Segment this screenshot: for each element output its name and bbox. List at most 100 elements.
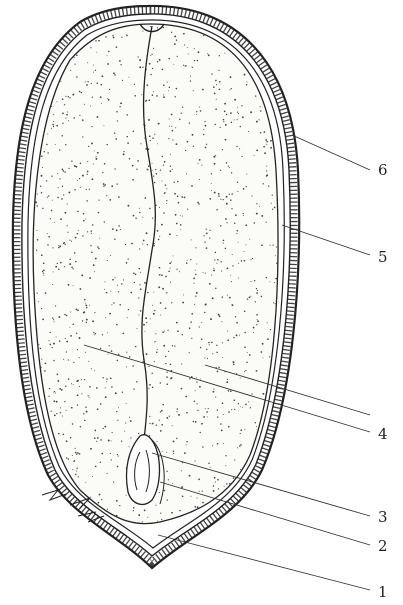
stipple-dot bbox=[56, 101, 57, 102]
stipple-dot bbox=[147, 169, 149, 171]
stipple-dot bbox=[245, 404, 247, 406]
stipple-dot bbox=[54, 321, 55, 322]
stipple-dot bbox=[191, 239, 192, 240]
stipple-dot bbox=[111, 185, 113, 187]
stipple-dot bbox=[246, 174, 247, 175]
stipple-dot bbox=[79, 386, 80, 387]
stipple-dot bbox=[223, 199, 224, 200]
stipple-dot bbox=[213, 485, 215, 487]
stipple-dot bbox=[150, 318, 151, 319]
stipple-dot bbox=[97, 82, 99, 84]
stipple-dot bbox=[273, 502, 274, 503]
stipple-dot bbox=[254, 222, 255, 223]
stipple-dot bbox=[206, 411, 208, 413]
stipple-dot bbox=[60, 81, 61, 82]
stipple-dot bbox=[140, 310, 142, 312]
stipple-dot bbox=[188, 53, 189, 54]
stipple-dot bbox=[268, 475, 270, 477]
stipple-dot bbox=[214, 477, 216, 479]
stipple-dot bbox=[229, 297, 231, 299]
stipple-dot bbox=[237, 119, 238, 120]
label-2: 2 bbox=[378, 537, 388, 555]
stipple-dot bbox=[116, 230, 118, 232]
stipple-dot bbox=[97, 152, 99, 154]
stipple-dot bbox=[63, 242, 65, 244]
stipple-dot bbox=[90, 47, 91, 48]
stipple-dot bbox=[65, 118, 66, 119]
stipple-dot bbox=[113, 72, 115, 74]
stipple-dot bbox=[198, 203, 199, 204]
stipple-dot bbox=[250, 296, 251, 297]
stipple-dot bbox=[238, 263, 239, 264]
stipple-dot bbox=[170, 154, 171, 155]
stipple-dot bbox=[82, 235, 83, 236]
stipple-dot bbox=[120, 64, 121, 65]
stipple-dot bbox=[83, 220, 85, 222]
stipple-dot bbox=[167, 330, 168, 331]
stipple-dot bbox=[200, 110, 202, 112]
stipple-dot bbox=[76, 468, 77, 469]
stipple-dot bbox=[128, 77, 129, 78]
stipple-dot bbox=[183, 294, 184, 295]
stipple-dot bbox=[196, 111, 197, 112]
stipple-dot bbox=[236, 334, 238, 336]
stipple-dot bbox=[30, 54, 31, 55]
stipple-dot bbox=[77, 452, 79, 454]
stipple-dot bbox=[193, 146, 194, 147]
stipple-dot bbox=[231, 281, 232, 282]
stipple-dot bbox=[132, 179, 134, 181]
stipple-dot bbox=[279, 29, 280, 30]
stipple-dot bbox=[157, 61, 159, 63]
stipple-dot bbox=[242, 116, 244, 118]
stipple-dot bbox=[214, 93, 216, 95]
stipple-dot bbox=[252, 258, 253, 259]
stipple-dot bbox=[99, 238, 100, 239]
stipple-dot bbox=[97, 246, 99, 248]
stipple-dot bbox=[94, 437, 96, 439]
stipple-dot bbox=[242, 407, 243, 408]
stipple-dot bbox=[160, 170, 161, 171]
stipple-dot bbox=[90, 105, 91, 106]
stipple-dot bbox=[260, 110, 262, 112]
stipple-dot bbox=[162, 331, 164, 333]
stipple-dot bbox=[244, 429, 245, 430]
stipple-dot bbox=[119, 505, 120, 506]
stipple-dot bbox=[272, 244, 273, 245]
stipple-dot bbox=[256, 150, 258, 152]
stipple-dot bbox=[159, 207, 160, 208]
stipple-dot bbox=[249, 297, 251, 299]
stipple-dot bbox=[196, 377, 197, 378]
stipple-dot bbox=[97, 437, 99, 439]
stipple-dot bbox=[43, 275, 44, 276]
stipple-dot bbox=[262, 393, 264, 395]
stipple-dot bbox=[41, 308, 42, 309]
stipple-dot bbox=[132, 365, 134, 367]
stipple-dot bbox=[190, 321, 191, 322]
stipple-dot bbox=[80, 426, 81, 427]
stipple-dot bbox=[57, 263, 58, 264]
stipple-dot bbox=[186, 412, 188, 414]
stipple-dot bbox=[257, 319, 258, 320]
stipple-dot bbox=[51, 210, 52, 211]
stipple-dot bbox=[190, 76, 191, 77]
stipple-dot bbox=[152, 217, 153, 218]
stipple-dot bbox=[78, 524, 80, 526]
stipple-dot bbox=[179, 119, 180, 120]
stipple-dot bbox=[195, 247, 196, 248]
stipple-dot bbox=[189, 327, 191, 329]
stipple-dot bbox=[139, 66, 141, 68]
stipple-dot bbox=[172, 130, 173, 131]
stipple-dot bbox=[69, 263, 71, 265]
stipple-dot bbox=[194, 60, 195, 61]
stipple-dot bbox=[95, 333, 96, 334]
stipple-dot bbox=[246, 186, 247, 187]
stipple-dot bbox=[168, 138, 169, 139]
stipple-dot bbox=[117, 466, 119, 468]
stipple-dot bbox=[215, 288, 216, 289]
stipple-dot bbox=[44, 370, 46, 372]
stipple-dot bbox=[159, 59, 161, 61]
stipple-dot bbox=[186, 262, 188, 264]
stipple-dot bbox=[126, 35, 128, 37]
stipple-dot bbox=[109, 89, 110, 90]
stipple-dot bbox=[59, 178, 60, 179]
